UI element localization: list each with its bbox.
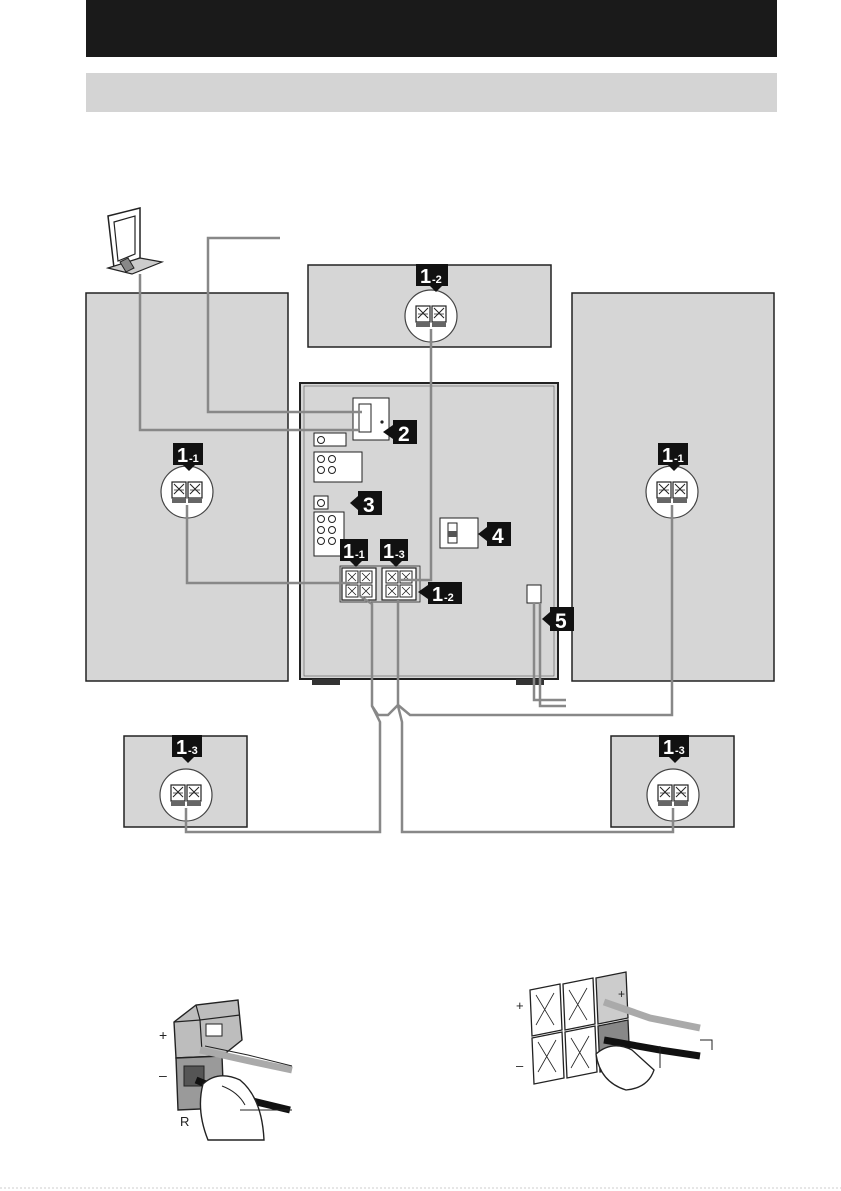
svg-text:1: 1 xyxy=(343,541,354,563)
svg-text:4: 4 xyxy=(492,525,504,548)
svg-text:1: 1 xyxy=(662,445,673,467)
svg-text:1: 1 xyxy=(383,541,394,563)
am-loop-antenna-icon xyxy=(108,208,162,274)
svg-text:1: 1 xyxy=(177,445,188,467)
svg-text:R: R xyxy=(180,1114,189,1129)
svg-text:-1: -1 xyxy=(355,549,365,561)
svg-text:1: 1 xyxy=(663,737,674,759)
svg-text:1: 1 xyxy=(176,737,187,759)
svg-text:-2: -2 xyxy=(432,274,442,286)
main-unit-rear xyxy=(300,383,558,685)
svg-text:–: – xyxy=(159,1067,167,1083)
unit-terminal-detail-right: + – + xyxy=(516,972,712,1090)
svg-text:-1: -1 xyxy=(189,453,199,465)
svg-text:-1: -1 xyxy=(674,453,684,465)
svg-text:5: 5 xyxy=(555,610,567,633)
svg-text:3: 3 xyxy=(363,494,375,517)
svg-text:2: 2 xyxy=(398,423,410,446)
svg-text:+: + xyxy=(516,998,524,1013)
svg-text:+: + xyxy=(159,1027,167,1043)
svg-text:-2: -2 xyxy=(444,592,454,604)
svg-text:-3: -3 xyxy=(395,549,405,561)
svg-text:1: 1 xyxy=(420,266,431,288)
svg-text:–: – xyxy=(516,1058,524,1073)
svg-text:+: + xyxy=(618,987,625,1001)
svg-text:1: 1 xyxy=(432,584,443,606)
speaker-terminal-detail-left: + – R xyxy=(159,1000,292,1140)
svg-text:-3: -3 xyxy=(188,745,198,757)
svg-text:-3: -3 xyxy=(675,745,685,757)
